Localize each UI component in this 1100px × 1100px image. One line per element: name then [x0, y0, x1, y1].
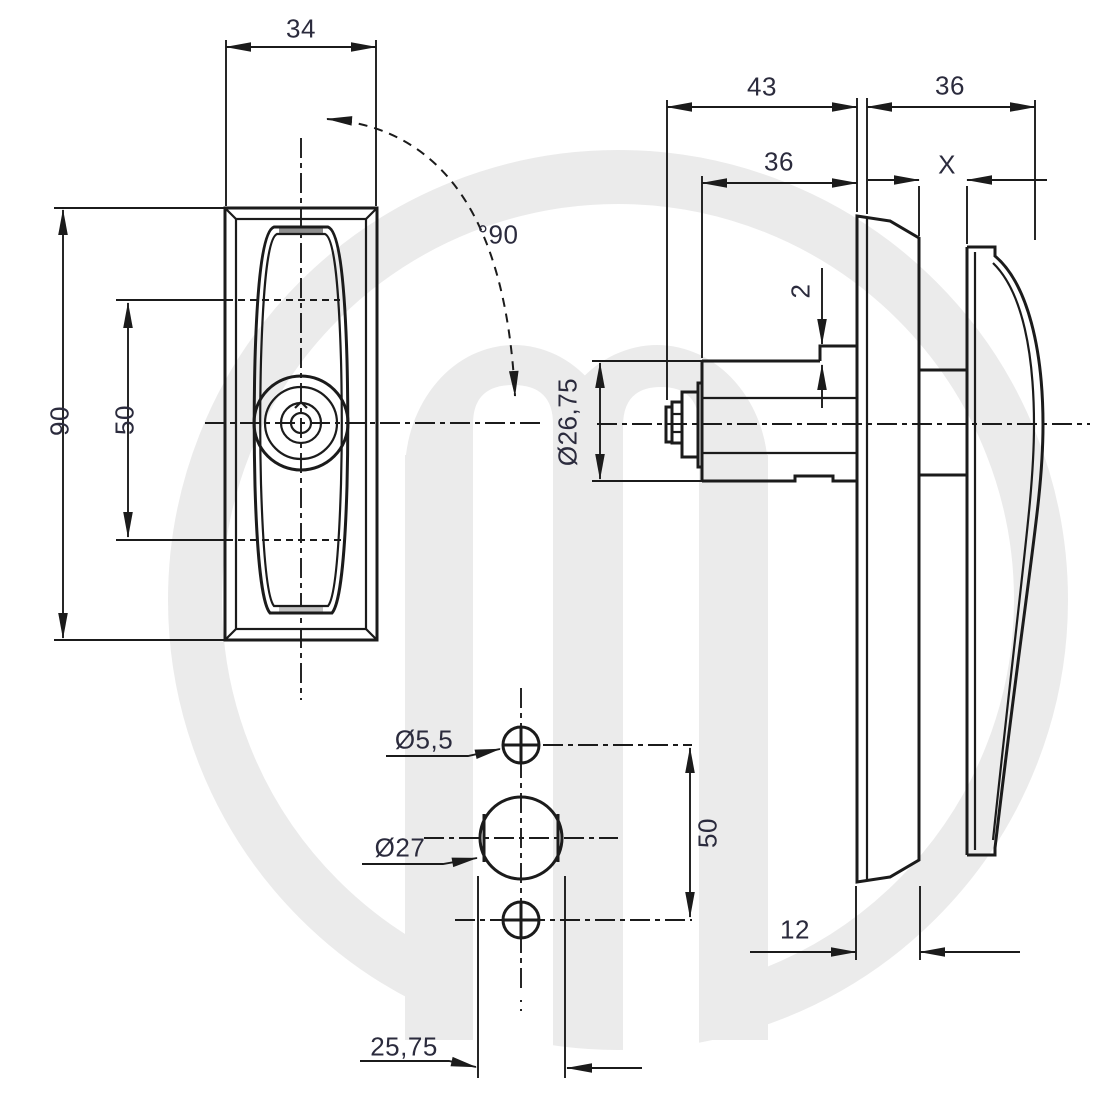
- hole-centres-label: 50: [692, 818, 723, 848]
- front-width-dim-label: 34: [286, 13, 316, 44]
- side-handle-depth-label: 36: [935, 70, 965, 101]
- drill-template-view: [360, 688, 695, 1078]
- side-body-length-label: 36: [764, 146, 794, 177]
- cylinder-hole-dia-label: Ø27: [374, 832, 426, 863]
- screw-hole-dia-label: Ø5,5: [394, 724, 454, 755]
- hole-offset-label: 25,75: [370, 1031, 438, 1062]
- rotation-angle-label: °90: [477, 219, 519, 250]
- barrel-diameter-label: Ø26,75: [552, 377, 583, 467]
- watermark-logo-icon: [168, 150, 1068, 1055]
- panel-thickness-label: X: [938, 149, 956, 180]
- plate-thickness-label: 12: [780, 914, 810, 945]
- cam-step-label: 2: [785, 283, 816, 299]
- front-centres-dim-label: 50: [109, 405, 140, 435]
- front-view: [54, 40, 545, 700]
- side-view: [592, 98, 1090, 960]
- side-overall-depth-label: 43: [747, 71, 777, 102]
- front-height-dim-label: 90: [44, 406, 75, 436]
